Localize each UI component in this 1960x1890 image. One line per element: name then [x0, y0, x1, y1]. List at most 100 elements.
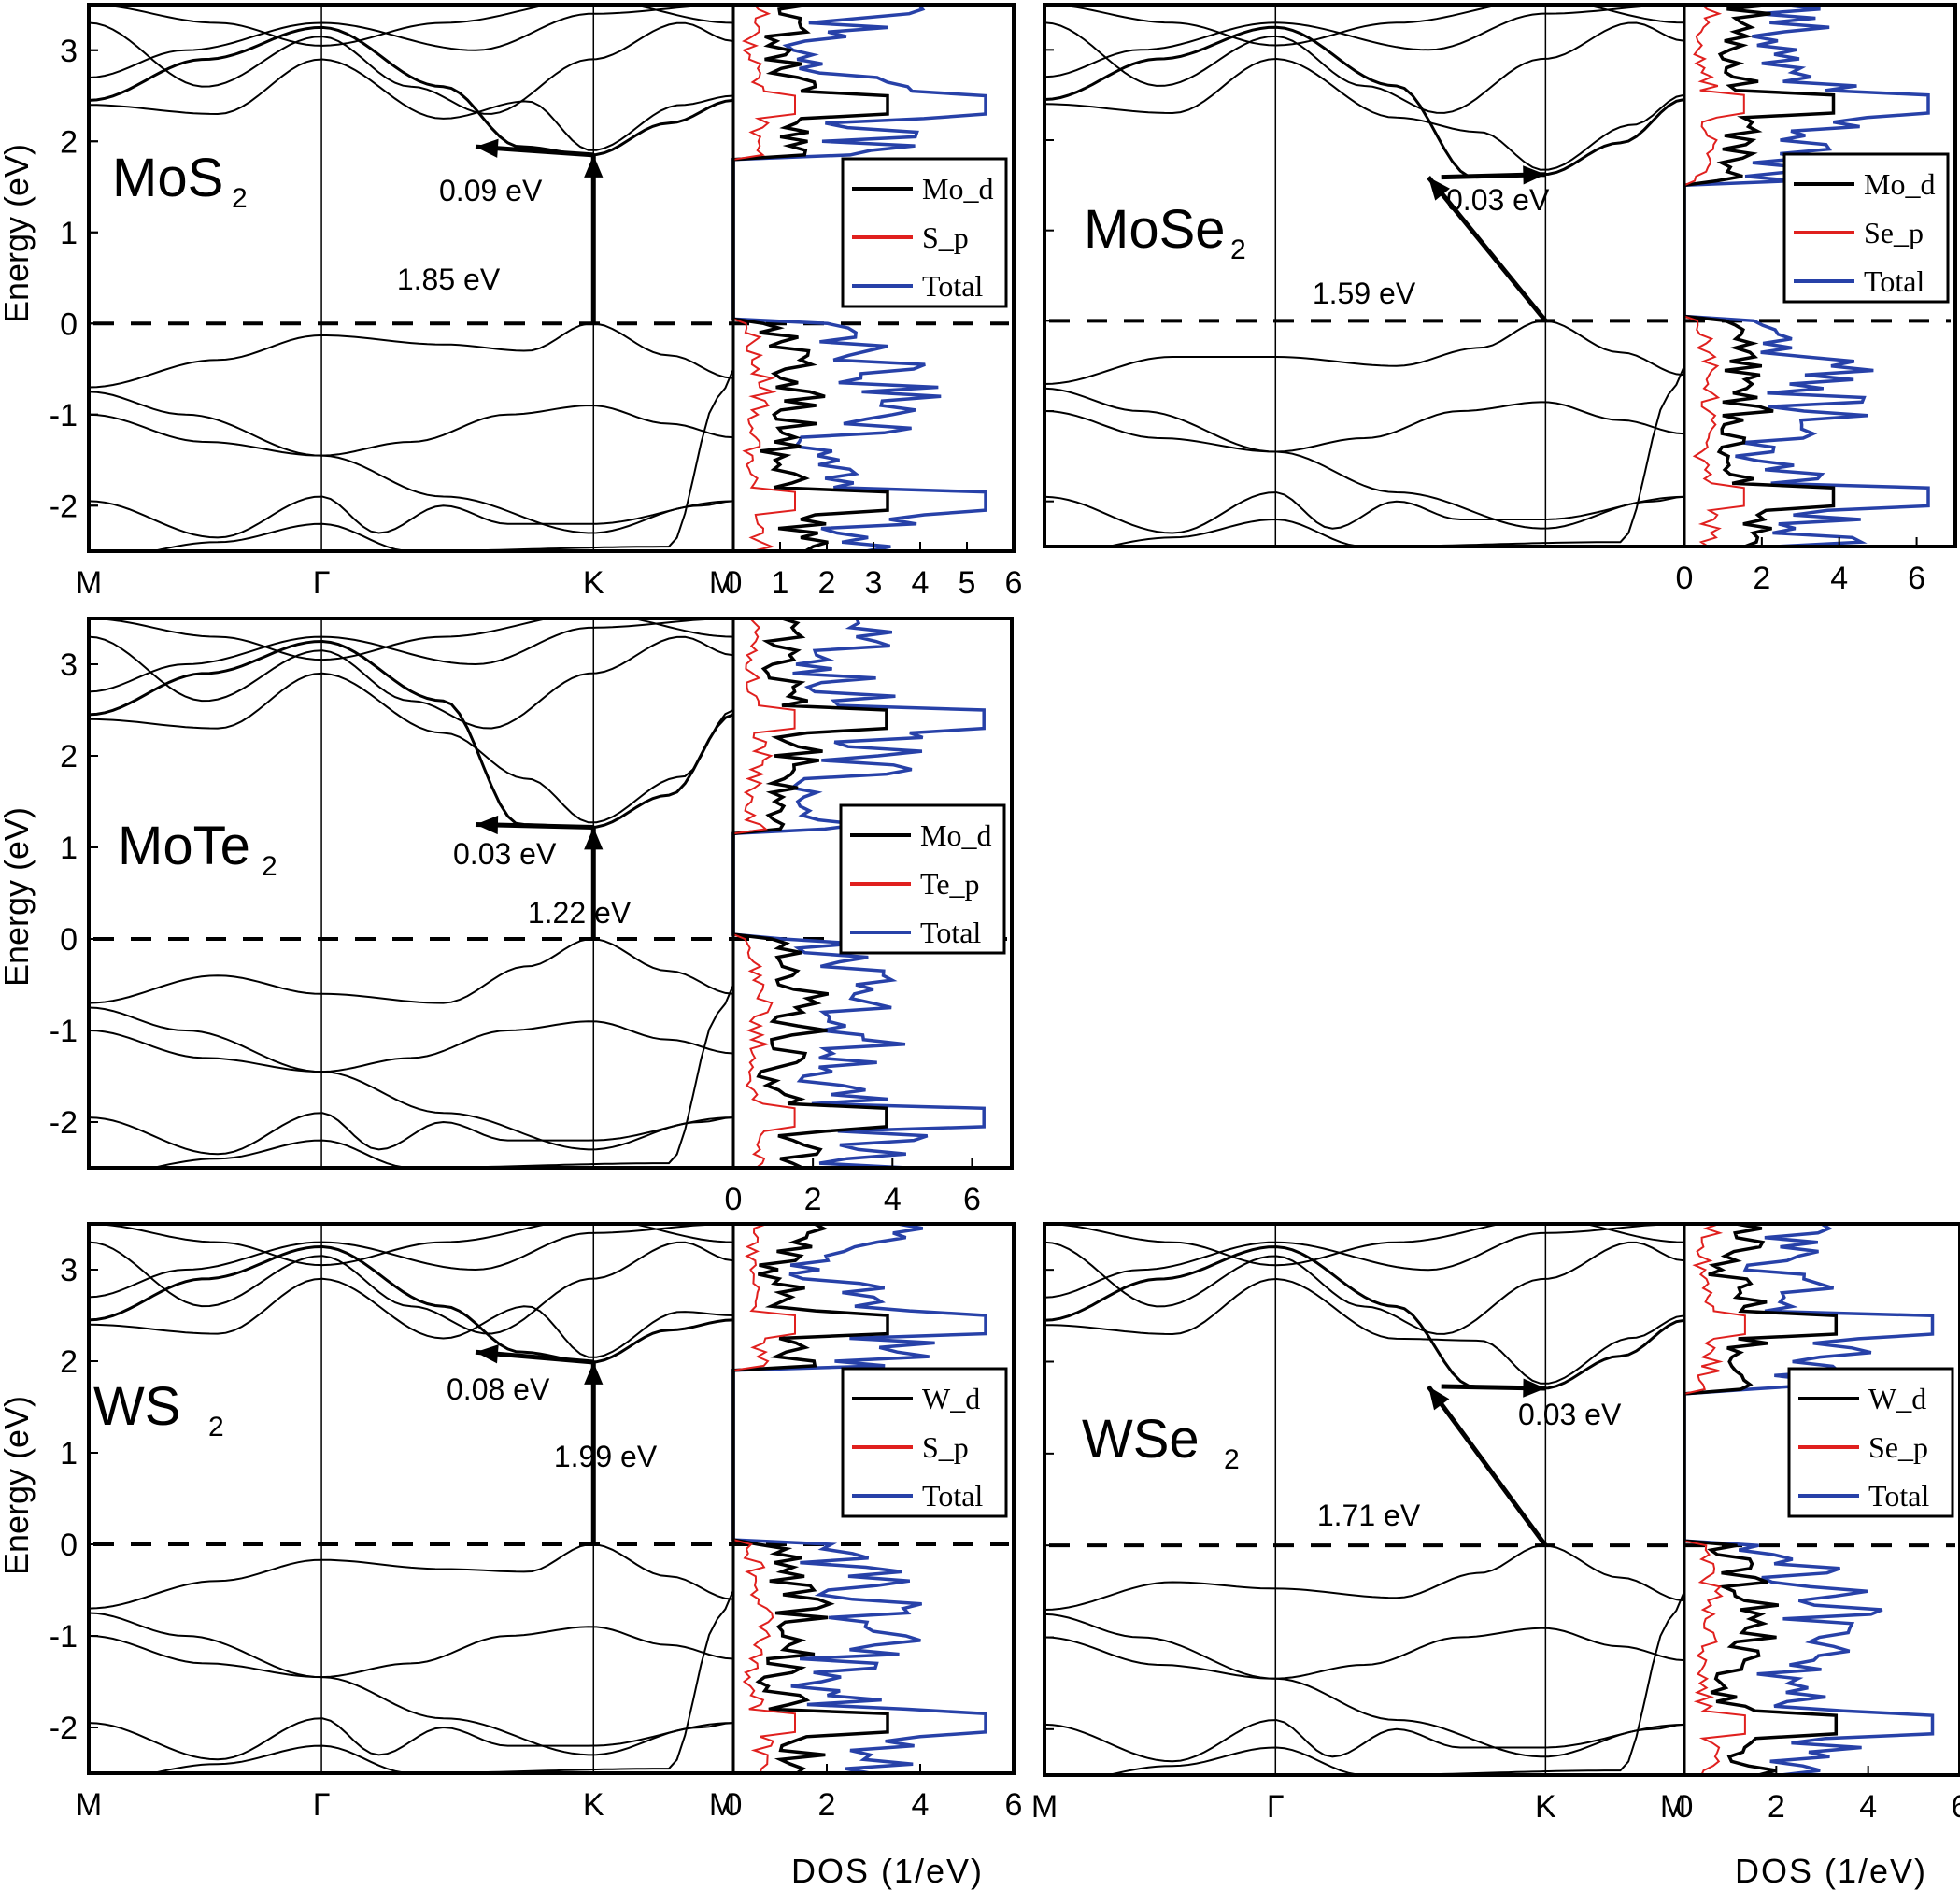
legend-entry: Se_p: [1868, 1430, 1928, 1464]
dos-tick-label: 0: [725, 1182, 743, 1217]
kpath-label: K: [583, 1787, 604, 1823]
plot-area: [1044, 5, 1685, 547]
shift-arrow-head: [476, 138, 499, 158]
band-line: [89, 1020, 734, 1073]
band-line: [89, 322, 734, 389]
band-line: [1103, 1590, 1685, 1775]
dos-tick-label: 6: [963, 1182, 981, 1217]
panel-frame: [87, 3, 1016, 553]
legend-entry: S_p: [922, 220, 969, 254]
dos-tick-label: 0: [725, 1787, 743, 1823]
legend-box: [841, 157, 1008, 308]
y-tick-label: 1: [60, 1436, 78, 1471]
material-subscript: 2: [262, 851, 277, 882]
legend-entry: Total: [1868, 1479, 1929, 1513]
dos-tick-label: 4: [1859, 1789, 1877, 1825]
kpath-label: M: [76, 1787, 102, 1823]
band-line: [1044, 1627, 1685, 1680]
dos-axis-label-left: DOS (1/eV): [791, 1852, 984, 1890]
band-line: [149, 1589, 734, 1773]
band-line: [89, 58, 734, 151]
band-line: [1044, 25, 1685, 179]
dos-tick-label: 6: [1908, 561, 1925, 596]
panel-frame: [87, 1222, 1016, 1775]
legend-entry: W_d: [922, 1382, 980, 1415]
band-line: [1044, 1241, 1685, 1335]
legend-box: [841, 1367, 1008, 1518]
band-line: [89, 1006, 734, 1151]
band-line: [89, 672, 734, 824]
material-label: WS: [93, 1376, 180, 1437]
y-tick-label: -2: [50, 489, 78, 524]
band-line: [89, 495, 734, 539]
gap-arrow-head: [1428, 1386, 1450, 1411]
gap-arrow-head: [1428, 177, 1450, 201]
legend-entry: Mo_d: [922, 172, 993, 206]
dos-tick-label: 4: [912, 1787, 930, 1823]
shift-arrow-head: [1523, 1378, 1546, 1398]
legend-entry: Se_p: [1864, 216, 1924, 249]
y-tick-label: -2: [50, 1711, 78, 1746]
kpath-label: M: [1031, 1789, 1058, 1825]
material-subscript: 2: [1230, 234, 1246, 265]
band-line: [149, 984, 734, 1168]
band-line: [89, 938, 734, 1004]
dos-tick-label: 2: [1768, 1789, 1785, 1825]
kpath-label: Γ: [1267, 1789, 1285, 1825]
shift-label: 0.03 eV: [1446, 183, 1550, 217]
band-line: [1044, 1277, 1685, 1385]
dos-tick-label: 2: [818, 565, 836, 601]
gap-arrow-head: [584, 827, 604, 850]
shift-label: 0.09 eV: [439, 174, 543, 207]
band-line: [89, 5, 734, 47]
dos-tick-label: 6: [1005, 1787, 1023, 1823]
y-tick-label: -1: [50, 1619, 78, 1655]
shift-arrow-head: [476, 1344, 499, 1364]
shift-label: 0.03 eV: [1518, 1398, 1622, 1431]
legend-entry: Te_p: [920, 867, 980, 901]
y-axis-label-middle: Energy (eV): [0, 807, 36, 987]
kpath-label: M: [709, 565, 735, 601]
band-line: [1044, 1544, 1685, 1611]
dos-tick-label: 4: [1830, 561, 1848, 596]
kpath-label: K: [583, 565, 604, 601]
dos-tick-label: 4: [912, 565, 930, 601]
legend-entry: S_p: [922, 1430, 969, 1464]
band-line: [89, 404, 734, 457]
panel-frame: [1043, 3, 1957, 548]
band-line: [1044, 57, 1685, 171]
plot-area: [1044, 1224, 1685, 1775]
dos-tick-label: 2: [818, 1787, 836, 1823]
material-label: MoTe: [118, 816, 250, 876]
y-tick-label: 3: [60, 647, 78, 683]
y-tick-label: 3: [60, 34, 78, 69]
y-axis-label-bottom: Energy (eV): [0, 1396, 36, 1575]
band-line: [1044, 21, 1685, 114]
legend-entry: Mo_d: [920, 818, 991, 852]
dos-axis-label-right: DOS (1/eV): [1735, 1852, 1927, 1890]
y-tick-label: 2: [60, 124, 78, 160]
kpath-label: Γ: [313, 565, 331, 601]
band-line: [1044, 387, 1685, 530]
band-line: [89, 391, 734, 534]
band-line: [89, 1112, 734, 1156]
band-line: [89, 618, 734, 661]
kpath-label: K: [1535, 1789, 1556, 1825]
dos-tick-label: 0: [1676, 561, 1694, 596]
band-line: [89, 1626, 734, 1679]
dos-tick-label: 0: [1676, 1789, 1694, 1825]
gap-arrow-head: [584, 1361, 604, 1385]
band-line: [89, 1717, 734, 1761]
band-line: [1103, 365, 1685, 547]
band-gap-label: 1.99 eV: [554, 1440, 658, 1473]
band-gap-label: 1.22 eV: [528, 896, 632, 930]
band-line: [89, 639, 734, 829]
legend-box: [1787, 1367, 1954, 1518]
legend-entry: Total: [922, 269, 983, 303]
material-label: WSe: [1082, 1409, 1200, 1470]
band-line: [89, 21, 734, 115]
legend-entry: Total: [920, 916, 981, 949]
dos-tick-label: 6: [1005, 565, 1023, 601]
